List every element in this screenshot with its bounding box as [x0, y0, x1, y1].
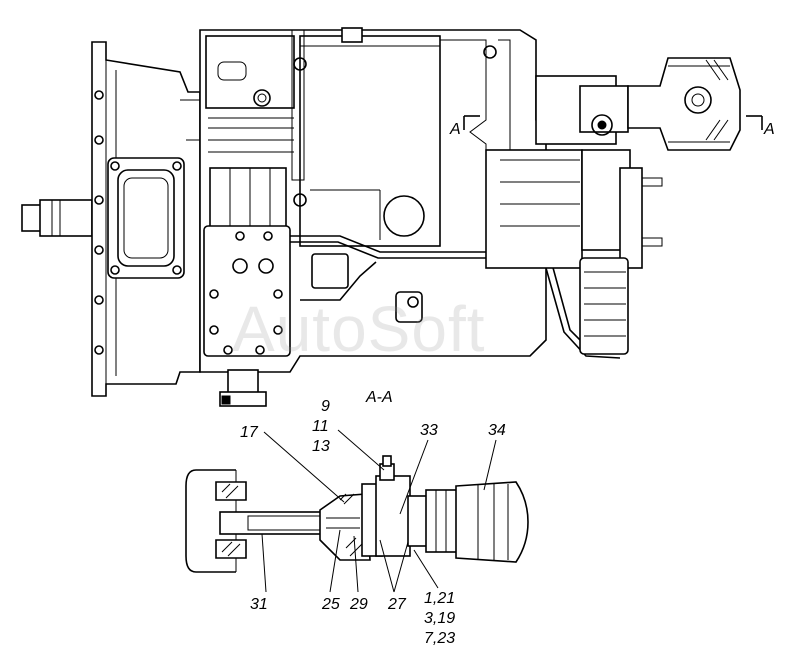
section-arrow-left-label: A	[450, 121, 461, 138]
section-cut-arrows	[463, 115, 763, 130]
section-title: A-A	[366, 389, 393, 406]
callout-34: 34	[488, 422, 506, 439]
callout-25: 25	[322, 596, 340, 613]
callout-9: 9	[321, 398, 330, 415]
watermark: AutoSoft	[232, 293, 486, 365]
callout-27: 27	[388, 596, 406, 613]
rear-housing	[485, 149, 663, 355]
callout-29: 29	[350, 596, 368, 613]
gearbox-top-view	[21, 27, 763, 407]
main-housing	[199, 27, 621, 407]
section-a-a-view	[185, 429, 529, 593]
callout-31: 31	[250, 596, 268, 613]
callout-13: 13	[312, 438, 330, 455]
section-arrow-right-label: A	[764, 121, 775, 138]
callout-11: 11	[312, 418, 329, 435]
power-take-off-pump	[535, 57, 741, 151]
callout-7-23: 7,23	[424, 630, 456, 647]
callout-17: 17	[240, 424, 258, 441]
callout-33: 33	[420, 422, 438, 439]
input-shaft	[21, 199, 93, 237]
bell-housing	[91, 41, 201, 397]
callout-3-19: 3,19	[424, 610, 456, 627]
callout-1-21: 1,21	[424, 590, 456, 607]
callout-leaders	[261, 429, 497, 593]
